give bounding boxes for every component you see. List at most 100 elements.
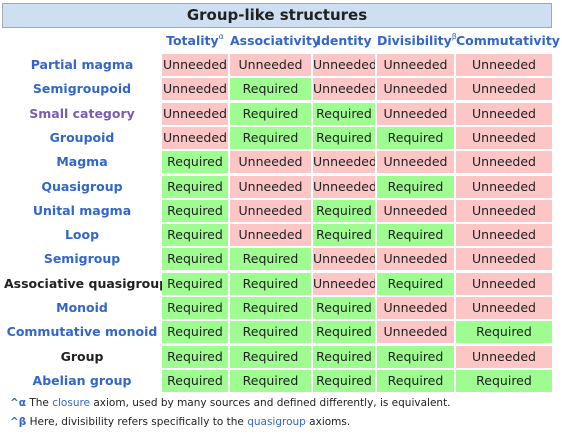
row-header-semigroup[interactable]: Semigroup [43,251,121,266]
table-cell: Unneeded [456,78,552,100]
table-cell: Unneeded [377,54,454,76]
table-cell: Unneeded [456,151,552,173]
table-cell: Unneeded [230,224,311,246]
table-cell: Unneeded [377,297,454,319]
table-cell: Required [162,297,228,319]
row-header-partial-magma[interactable]: Partial magma [30,57,134,72]
column-header-divisibility[interactable]: Divisibilityβ [377,30,457,52]
footnote-marker[interactable]: α [218,31,224,41]
table-cell: Required [230,297,311,319]
table-cell: Unneeded [162,78,228,100]
row-header-monoid[interactable]: Monoid [56,300,108,315]
table-cell: Unneeded [456,54,552,76]
table-cell: Unneeded [456,127,552,149]
column-header-commutativity[interactable]: Commutativity [456,30,560,52]
row-header-groupoid[interactable]: Groupoid [49,130,115,145]
table-cell: Unneeded [313,273,375,295]
table-cell: Required [162,248,228,270]
table-cell: Required [162,200,228,222]
table-cell: Required [230,78,311,100]
table-cell: Unneeded [456,176,552,198]
row-header-loop[interactable]: Loop [64,227,100,242]
table-cell: Required [162,321,228,343]
table-cell: Required [230,346,311,368]
table-cell: Required [230,321,311,343]
footnote-backlink[interactable]: ^β [10,416,27,428]
column-header-totality[interactable]: Totalityα [162,30,228,52]
table-cell: Required [377,370,454,392]
row-header-semigroupoid[interactable]: Semigroupoid [32,81,132,96]
table-cell: Required [230,370,311,392]
table-cell: Unneeded [377,248,454,270]
table-cell: Required [230,248,311,270]
table-cell: Required [162,176,228,198]
footnote-link[interactable]: quasigroup [247,416,306,428]
footnote-link[interactable]: closure [52,397,91,409]
footnote-text: The [26,397,53,409]
table-cell: Required [313,370,375,392]
table-cell: Required [377,176,454,198]
table-cell: Required [313,200,375,222]
table-cell: Required [313,297,375,319]
table-cell: Unneeded [456,273,552,295]
table-cell: Required [162,370,228,392]
table-cell: Unneeded [162,127,228,149]
column-header-associativity[interactable]: Associativity [230,30,320,52]
column-header-identity[interactable]: Identity [313,30,375,52]
column-header-label: Divisibility [377,33,452,48]
table-cell: Unneeded [377,321,454,343]
column-header-label: Commutativity [456,33,560,48]
table-cell: Required [230,103,311,125]
table-cell: Required [313,103,375,125]
table-cell: Unneeded [230,54,311,76]
table-cell: Required [162,346,228,368]
footnote: ^β Here, divisibility refers specificall… [10,416,350,428]
table-cell: Unneeded [456,200,552,222]
table-cell: Unneeded [456,224,552,246]
footnote-text: axioms. [305,416,351,428]
row-header-small-category[interactable]: Small category [29,106,135,121]
table-cell: Required [313,321,375,343]
row-header-group: Group [60,349,104,364]
table-cell: Required [162,224,228,246]
table-cell: Unneeded [313,54,375,76]
table-cell: Required [456,370,552,392]
table-cell: Unneeded [230,200,311,222]
table-cell: Required [230,273,311,295]
footnote-text: axiom, used by many sources and defined … [90,397,451,409]
row-header-abelian-group[interactable]: Abelian group [32,373,132,388]
table-cell: Unneeded [377,78,454,100]
table-cell: Unneeded [230,151,311,173]
table-cell: Required [313,224,375,246]
table-cell: Unneeded [377,200,454,222]
table-cell: Required [162,151,228,173]
table-cell: Unneeded [313,78,375,100]
table-cell: Unneeded [313,176,375,198]
table-cell: Unneeded [456,346,552,368]
footnote-marker[interactable]: β [451,31,457,41]
column-header-label: Identity [316,33,372,48]
row-header-magma[interactable]: Magma [56,154,108,169]
footnote: ^α The closure axiom, used by many sourc… [10,397,451,409]
table-cell: Required [377,127,454,149]
table-cell: Unneeded [456,248,552,270]
table-cell: Required [377,346,454,368]
table-cell: Required [162,273,228,295]
column-header-label: Associativity [230,33,321,48]
row-header-quasigroup[interactable]: Quasigroup [41,179,123,194]
row-header-commutative-monoid[interactable]: Commutative monoid [6,324,158,339]
table-title: Group-like structures [2,3,552,28]
table-cell: Unneeded [162,54,228,76]
table-cell: Required [377,273,454,295]
table-cell: Required [313,127,375,149]
table-cell: Unneeded [313,248,375,270]
footnote-text: Here, divisibility refers specifically t… [26,416,248,428]
footnote-backlink[interactable]: ^α [10,397,27,409]
table-cell: Unneeded [377,103,454,125]
table-cell: Required [456,321,552,343]
column-header-label: Totality [166,33,219,48]
row-header-unital-magma[interactable]: Unital magma [32,203,132,218]
table-cell: Unneeded [456,297,552,319]
table-cell: Required [377,224,454,246]
table-cell: Unneeded [377,151,454,173]
